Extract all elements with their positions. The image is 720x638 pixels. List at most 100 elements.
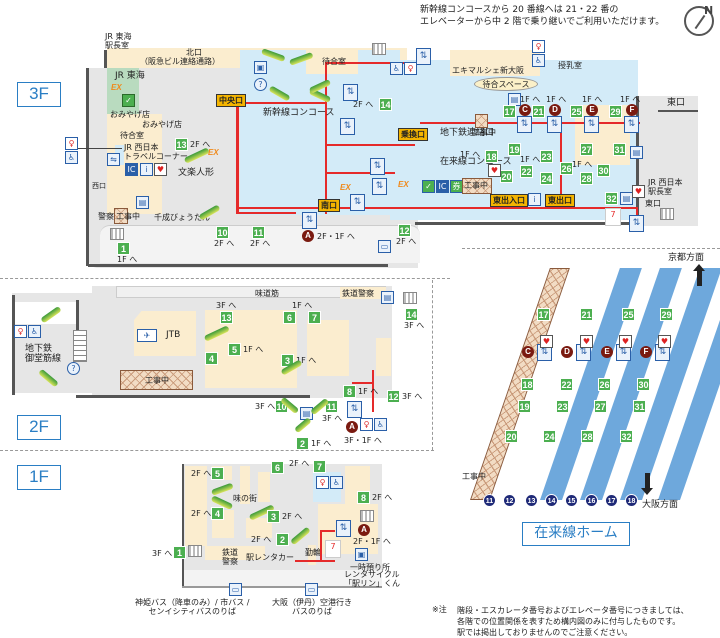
route-line [236, 212, 296, 214]
east-exit-tag[interactable]: 東出口 [545, 194, 575, 207]
central-exit-tag[interactable]: 中央口 [216, 94, 246, 107]
waiting-room-label: 待合室 [322, 57, 346, 66]
stairs-icon [403, 292, 417, 304]
platform-stair-30: 30 [637, 378, 650, 391]
platform-elevator-d: D [561, 346, 573, 358]
stair-number-4: 4 [205, 352, 218, 365]
1f-shop-area [258, 472, 270, 502]
stair-number-5: 5 [228, 343, 241, 356]
stair-number-11: 11 [252, 226, 265, 239]
platform-stair-17: 17 [537, 308, 550, 321]
route-line [325, 144, 415, 146]
stairs-icon [660, 208, 674, 220]
conventional-line-platform-title[interactable]: 在来線ホーム [522, 522, 630, 546]
floor-label-2f[interactable]: 2F [17, 415, 61, 440]
transfer-notice: 新幹線コンコースから 20 番線へは 21・22 番の エレベーターから中 2 … [420, 4, 664, 28]
police-label: 警察 [98, 212, 114, 221]
convenience-store-icon: 7 [325, 540, 341, 558]
stairs-icon [110, 228, 124, 240]
ticket-gates [73, 330, 87, 362]
to-3f-label: 3F へ [402, 392, 423, 401]
label-line: JR 西日本 [648, 178, 683, 187]
platform-stair-22: 22 [560, 378, 573, 391]
rail-police-area [340, 287, 386, 299]
wheelchair-icon: ♿ [390, 62, 403, 75]
elevator-a-destination: 2F・1F へ [353, 537, 391, 546]
label-line: レンタサイクル [344, 570, 400, 579]
sennari-label: 千成びょうたん [154, 213, 210, 222]
to-2f-label: 2F へ [251, 535, 272, 544]
construction-label: 工事中 [464, 181, 488, 190]
stair-number-1: 1 [173, 546, 186, 559]
conventional-line-concourse-label: 在来線コンコース [440, 157, 512, 167]
bus-icon: ▭ [305, 583, 318, 596]
to-2f-label: 2F へ [372, 493, 393, 502]
east-exit-label: 東口 [645, 199, 661, 208]
elevator-icon: ⇅ [584, 116, 599, 133]
shinkansen-concourse-label: 新幹線コンコース [263, 108, 335, 118]
east-exit-label: 東口 [667, 98, 686, 108]
bus-stop-label-2: 大阪（伊丹）空港行き バスのりば [272, 598, 352, 616]
arrow-head [641, 488, 653, 495]
platform-stair-27: 27 [594, 400, 607, 413]
east-entrance-tag[interactable]: 東出入口 [490, 194, 528, 207]
stair-number-20: 20 [500, 170, 513, 183]
1f-wall [182, 586, 382, 588]
coin-locker-icon: ▤ [508, 93, 521, 106]
ex-ticket-icon: EX [340, 183, 351, 192]
restroom-icon: ♀ [360, 418, 373, 431]
elevator-icon: ⇅ [347, 401, 362, 418]
stair-number-2: 2 [276, 533, 289, 546]
2f-wall [12, 295, 15, 395]
wheelchair-icon: ♿ [65, 151, 78, 164]
escalator-icon [294, 417, 312, 434]
label-line: 大阪（伊丹）空港行き [272, 598, 352, 607]
note-text: 階段・エスカレータ番号およびエレベータ番号につきましては、 各階での位置関係を表… [457, 605, 689, 638]
ajimichi-label: 味道筋 [255, 289, 279, 298]
track-11: 11 [483, 494, 496, 507]
restroom-icon: ♀ [316, 476, 329, 489]
label-line: 駅長室 [648, 187, 672, 197]
track-16: 16 [585, 494, 598, 507]
elevator-icon: ⇅ [629, 215, 644, 232]
stairs-icon [360, 510, 374, 522]
floor-label-1f[interactable]: 1F [17, 465, 61, 490]
elevator-icon: ⇅ [340, 118, 355, 135]
ekimarche-label: エキマルシェ新大阪 [452, 66, 524, 75]
3f-east-gate-area [638, 96, 698, 226]
aed-icon: ♥ [154, 163, 167, 176]
ticket-office-icon: ⇋ [107, 153, 120, 166]
south-exit-tag[interactable]: 南口 [318, 199, 340, 212]
wheelchair-icon: ♿ [28, 325, 41, 338]
label-line: 警察 [222, 557, 238, 567]
floor-label-3f[interactable]: 3F [17, 82, 61, 107]
2f-wall [76, 300, 79, 330]
platform-stair-18: 18 [521, 378, 534, 391]
label-line: 御堂筋線 [25, 354, 62, 365]
label-line: JR 西日本 [124, 143, 159, 152]
rent-a-car-label: 駅レンタカー [246, 553, 294, 562]
stair-number-26: 26 [560, 162, 573, 175]
to-1f-label: 1F へ [520, 155, 541, 164]
elevator-icon: ⇅ [370, 158, 385, 175]
stair-number-4: 4 [211, 507, 224, 520]
ticket-machine-icon: ✓ [122, 94, 135, 107]
stair-number-7: 7 [313, 460, 326, 473]
info-icon: i [140, 163, 153, 176]
elevator-icon: ⇅ [517, 116, 532, 133]
elevator-letter-a: A [358, 524, 370, 536]
note-mark: ※注 [432, 605, 447, 614]
transfer-exit-tag[interactable]: 乗換口 [398, 128, 428, 141]
elevator-letter-a: A [302, 230, 314, 242]
note-line: 駅では掲出しておりませんのでご注意ください。 [457, 628, 633, 637]
compass-north-label: N [704, 4, 714, 17]
stair-number-18: 18 [485, 150, 498, 163]
to-2f-label: 2F へ [289, 459, 310, 468]
waiting-space-label: 待合スペース [474, 77, 538, 91]
stair-number-13: 13 [175, 138, 188, 151]
elevator-letter-d: D [549, 104, 561, 116]
subway-midosuji-label: 地下鉄 御堂筋線 [25, 344, 61, 365]
bus-icon: ▭ [378, 240, 391, 253]
question-info-icon: ? [254, 78, 267, 91]
to-2f-label: 2F へ [191, 509, 212, 518]
